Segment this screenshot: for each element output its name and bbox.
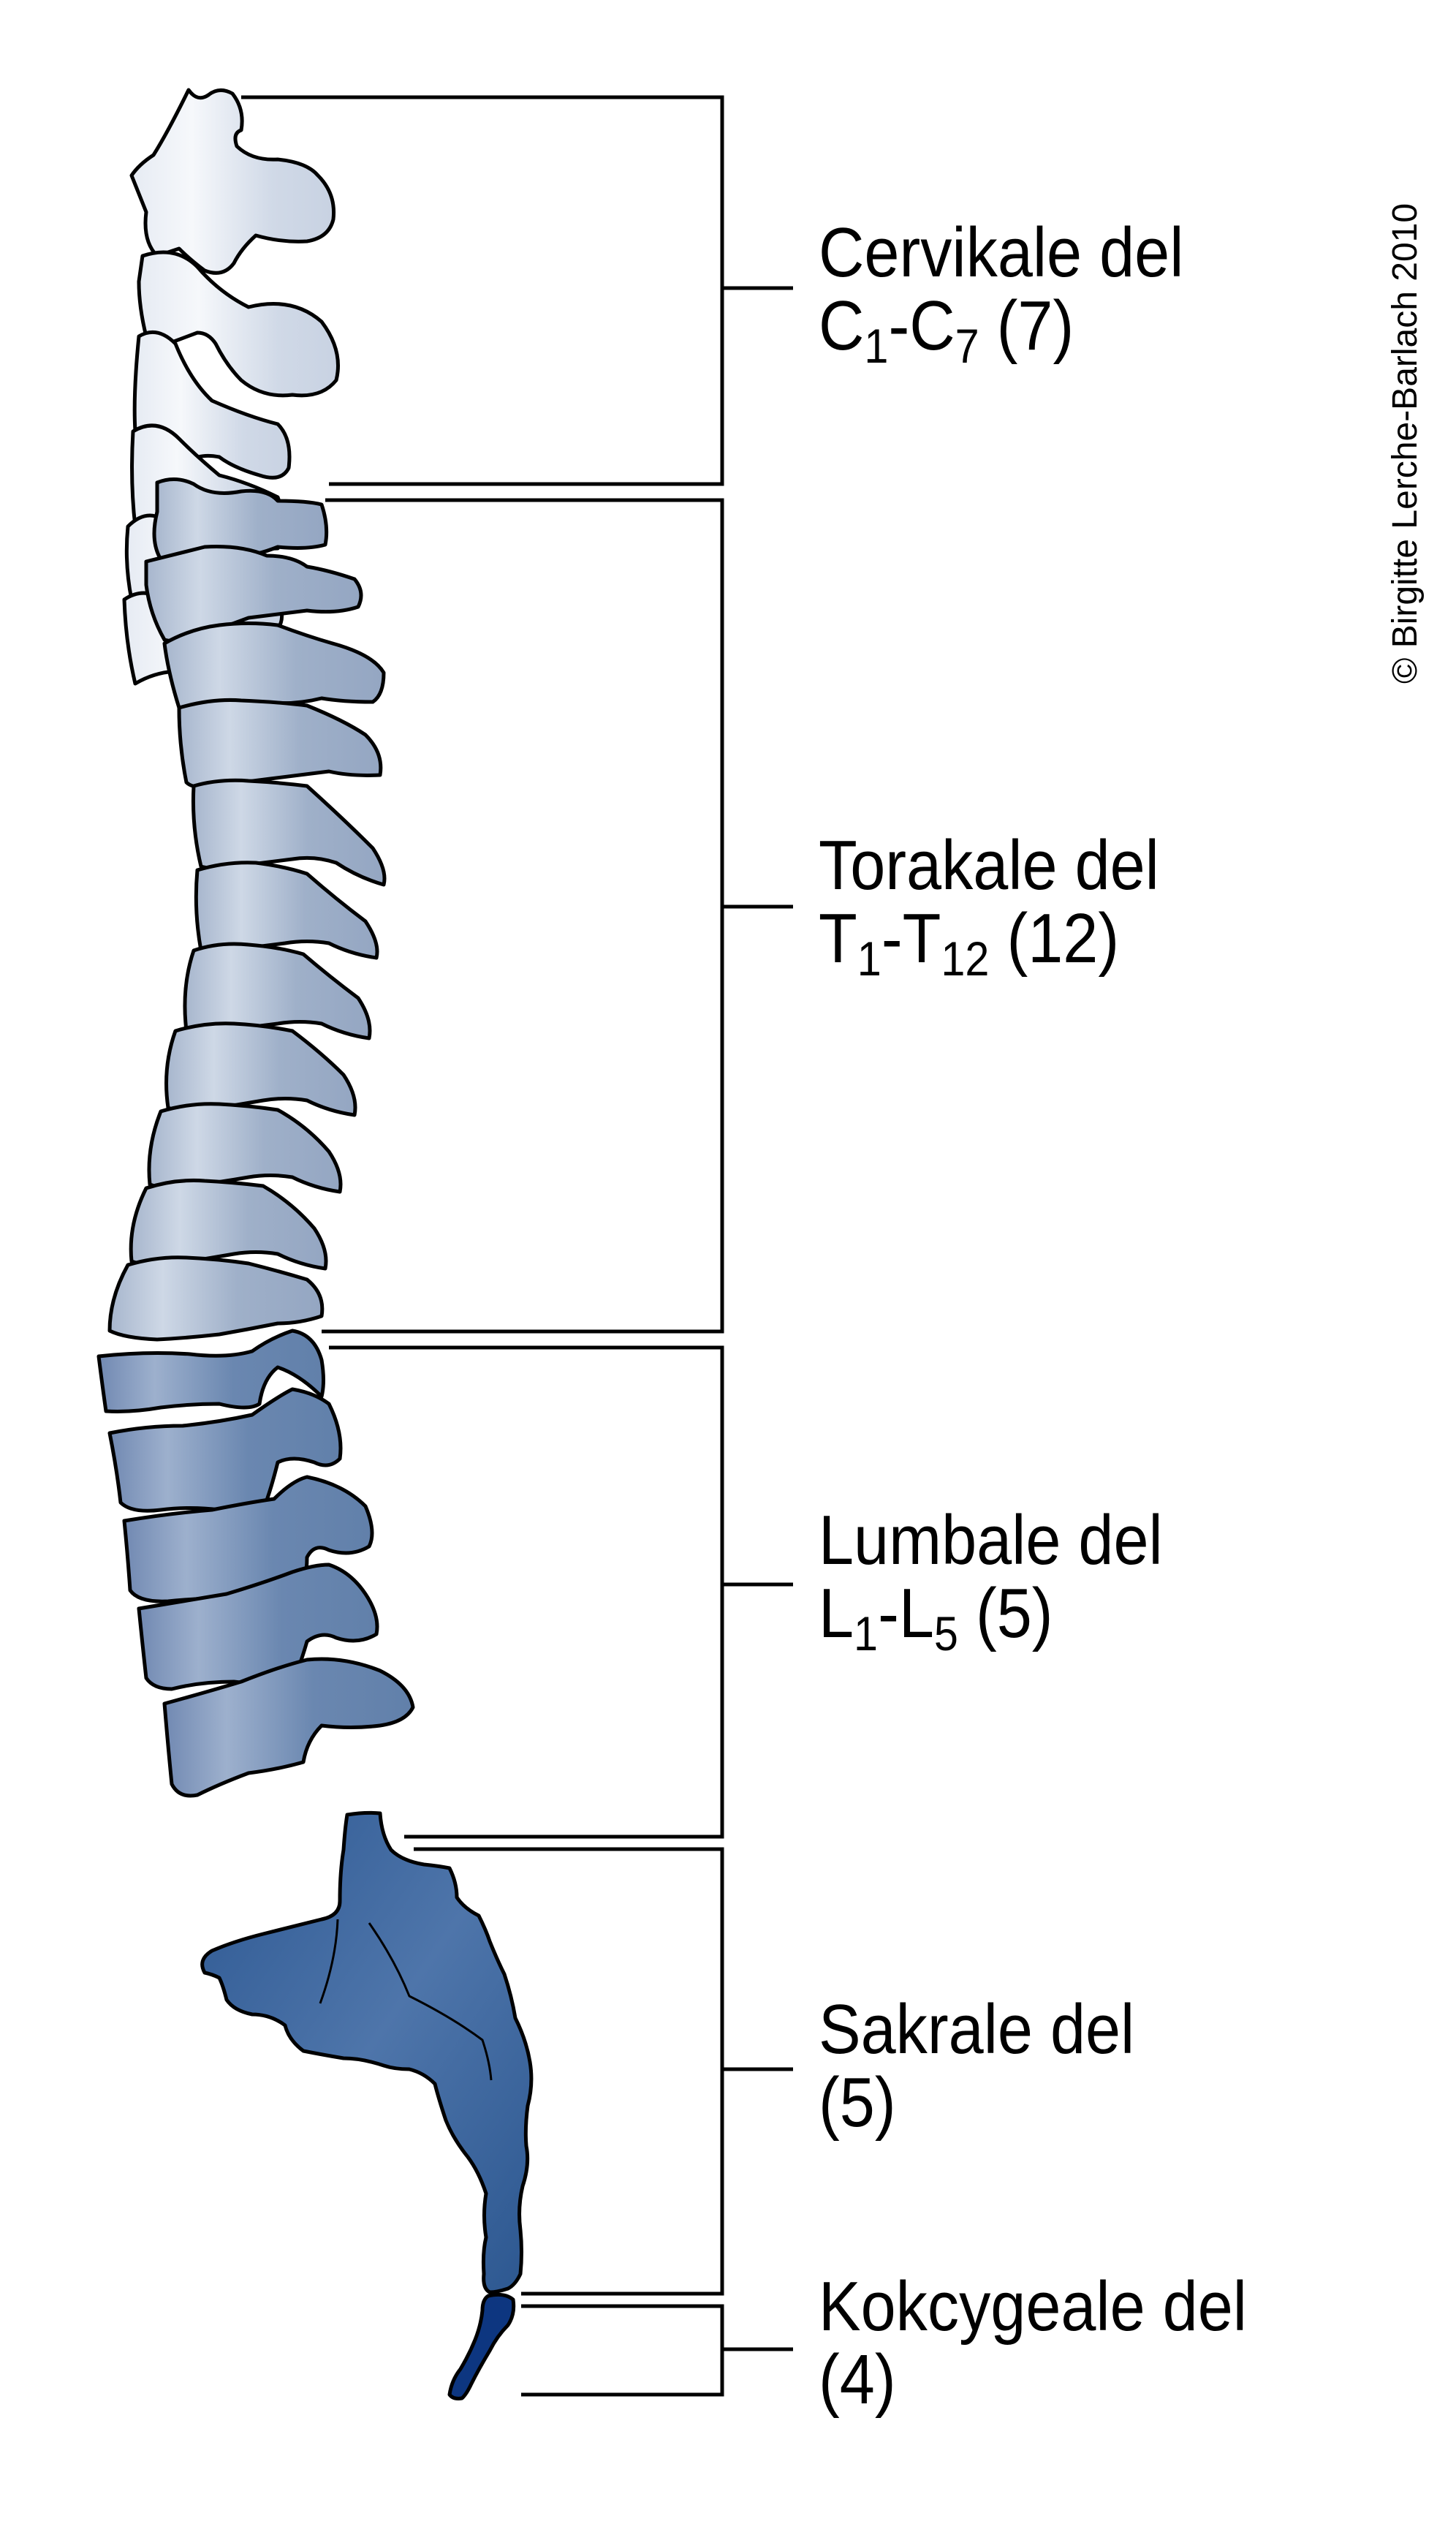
label-thoracic-range: T1-T12 (12) <box>819 899 1120 986</box>
label-thoracic: Torakale del T1-T12 (12) <box>819 826 1159 986</box>
label-coccygeal-count: (4) <box>819 2340 896 2419</box>
bracket-thoracic <box>322 498 793 1334</box>
thoracic-vertebrae <box>107 477 387 1342</box>
lumbar-vertebrae <box>96 1329 415 1798</box>
label-thoracic-title: Torakale del <box>819 826 1159 904</box>
label-sacral-count: (5) <box>819 2063 896 2142</box>
bracket-sacral <box>414 1847 793 2296</box>
label-sacral-title: Sakrale del <box>819 1990 1135 2068</box>
sacrum <box>200 1810 534 2294</box>
label-cervical-range: C1-C7 (7) <box>819 287 1074 373</box>
label-lumbar-title: Lumbale del <box>819 1501 1163 1579</box>
label-sacral: Sakrale del (5) <box>819 1993 1134 2139</box>
label-coccygeal: Kokcygeale del (4) <box>819 2270 1247 2417</box>
copyright-notice: © Birgitte Lerche-Barlach 2010 <box>1386 203 1425 684</box>
label-cervical: Cervikale del C1-C7 (7) <box>819 214 1184 373</box>
label-cervical-title: Cervikale del <box>819 214 1184 292</box>
bracket-cervical <box>241 95 793 486</box>
bracket-coccygeal <box>521 2304 793 2397</box>
label-coccygeal-title: Kokcygeale del <box>819 2267 1247 2346</box>
label-lumbar-range: L1-L5 (5) <box>819 1574 1053 1660</box>
coccyx <box>447 2292 516 2400</box>
label-lumbar: Lumbale del L1-L5 (5) <box>819 1501 1163 1660</box>
region-brackets <box>241 95 793 2397</box>
bracket-lumbar <box>329 1345 793 1839</box>
